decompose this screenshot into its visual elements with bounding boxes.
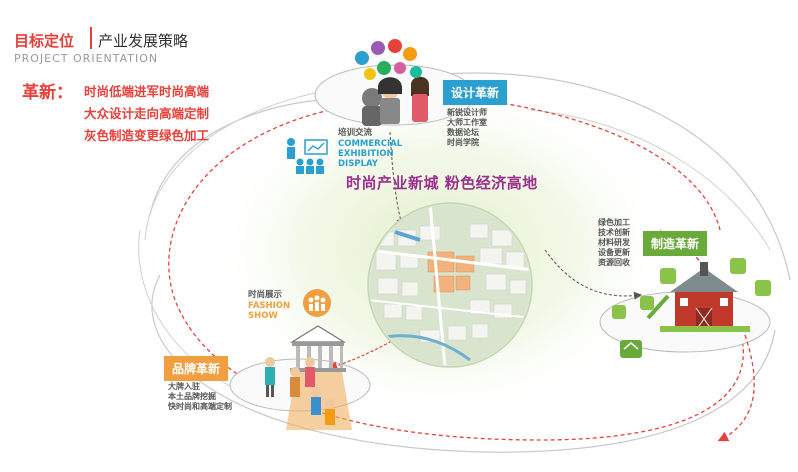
fashion-show-icon (303, 289, 331, 317)
center-title: 时尚产业新城 粉色经济高地 (346, 174, 538, 192)
strategy-label: 革新： (22, 83, 73, 103)
design-item: 时尚学院 (447, 138, 479, 147)
design-people-illustration (362, 76, 430, 126)
fashion-show-en-line: SHOW (248, 311, 278, 321)
strategy-line-2: 大众设计走向高端定制 (84, 106, 210, 121)
arrow-design-to-center (389, 131, 405, 227)
design-item-list: 新锐设计师 大师工作室 数据论坛 时尚学院 (447, 108, 487, 148)
strategy-line-3: 灰色制造变更绿色加工 (84, 128, 210, 143)
title-divider (90, 27, 92, 49)
exhibition-cn-label: 培训交流 (338, 128, 373, 138)
brand-item-list: 大牌入驻 本土品牌挖掘 快时尚和高端定制 (168, 382, 232, 412)
brand-item: 大牌入驻 (168, 382, 200, 391)
fashion-show-en-label: FASHION SHOW (248, 301, 290, 321)
manufacture-item-list: 绿色加工 技术创新 材料研发 设备更新 资源回收 (598, 218, 630, 268)
exhibition-en-line: DISPLAY (338, 159, 378, 169)
page-title-english: PROJECT ORIENTATION (14, 52, 159, 65)
manufacture-item: 技术创新 (598, 228, 630, 237)
design-innovation-tag: 设计革新 (443, 80, 508, 105)
strategy-line-1: 时尚低端进军时尚高端 (84, 84, 210, 99)
page-subtitle: 产业发展策略 (98, 32, 189, 50)
arrow-center-to-manufacture (544, 249, 642, 300)
design-item: 大师工作室 (447, 118, 487, 127)
manufacture-item: 绿色加工 (598, 218, 630, 227)
arrow-loop-right (717, 334, 755, 442)
manufacture-item: 设备更新 (598, 248, 630, 257)
page-title: 目标定位 (14, 32, 75, 50)
manufacture-item: 资源回收 (598, 258, 630, 267)
exhibition-en-line: EXHIBITION (338, 149, 394, 159)
exhibition-en-line: COMMERCIAL (338, 139, 403, 149)
city-map-illustration (367, 202, 533, 368)
manufacture-item: 材料研发 (598, 238, 630, 247)
brand-people-illustration (265, 357, 335, 425)
design-item: 新锐设计师 (447, 108, 487, 117)
design-icons-cluster (355, 39, 422, 80)
manufacture-innovation-tag: 制造革新 (643, 231, 708, 256)
green-industry-icons (612, 258, 771, 358)
fashion-show-en-line: FASHION (248, 301, 291, 311)
exhibition-en-label: COMMERCIAL EXHIBITION DISPLAY (338, 139, 402, 169)
fashion-show-cn-label: 时尚展示 (248, 290, 283, 300)
barn-illustration (660, 262, 750, 332)
brand-item: 本土品牌挖掘 (168, 392, 216, 401)
presentation-icon (287, 138, 328, 174)
design-item: 数据论坛 (447, 128, 479, 137)
brand-innovation-tag: 品牌革新 (164, 356, 229, 381)
brand-item: 快时尚和高端定制 (168, 402, 232, 411)
